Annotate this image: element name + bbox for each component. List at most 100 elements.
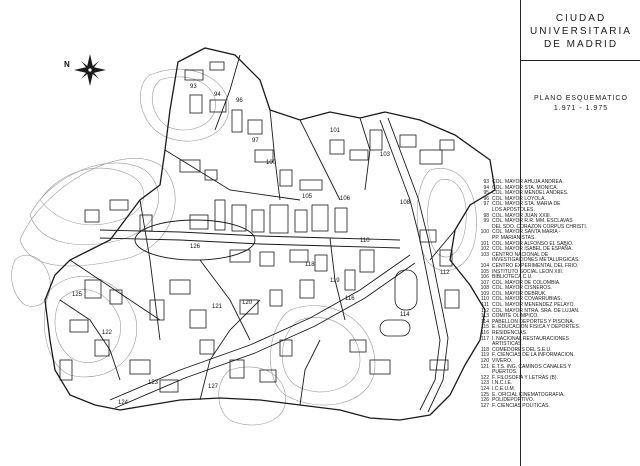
legend-number: 110 [481, 296, 489, 303]
map-label-127: 127 [208, 384, 219, 390]
legend-number: 98 [483, 212, 489, 219]
map-label-119: 119 [330, 278, 340, 284]
legend-number: 119 [481, 352, 489, 359]
legend-number: 114 [481, 318, 489, 325]
legend-item: DEL SDO. CORAZON CORPUS CHRISTI. [477, 224, 637, 231]
legend-text: F. FILOSOFIA Y LETRAS (B). [492, 374, 558, 381]
title-divider [521, 60, 640, 61]
legend-text: ARTISTICAS. [492, 341, 523, 348]
legend-number: 122 [480, 374, 489, 381]
map-label-105: 105 [302, 194, 313, 200]
map-label-125: 125 [72, 292, 83, 298]
legend-number: 103 [480, 251, 489, 258]
legend-text: RESIDENCIAS. [492, 330, 528, 337]
legend-item: PP. MARIANISTAS. [477, 234, 637, 242]
campus-boundary [44, 47, 496, 421]
roads [59, 54, 456, 413]
title-line-3: DE MADRID [543, 39, 619, 50]
legend-text: I. NACIONAL RESTAURACIONES [492, 335, 569, 342]
legend-text: COL. MAYOR CISNEROS. [492, 285, 552, 292]
legend-text: I.N.C.I.E. [492, 380, 513, 387]
legend-text: INSTITUTO SOCIAL LEON XIII. [492, 268, 564, 275]
legend-text: COL. MAYOR COVARRUBIAS. [492, 296, 562, 303]
map-label-97: 97 [252, 138, 259, 144]
legend-text: COL. MAYOR ALFONSO EL SABIO. [492, 240, 574, 247]
legend-text: COL. MAYOR ISABEL DE ESPAÑA. [492, 246, 573, 253]
legend-number: 94 [483, 184, 489, 191]
legend-number: 101 [480, 240, 489, 247]
legend-text: LOS APOSTOLES. [492, 206, 535, 213]
compass-rose [74, 54, 106, 86]
legend-text: COL. MAYOR JUAN XXIII. [492, 212, 552, 219]
map-label-121: 121 [212, 304, 223, 310]
map-label-116: 116 [345, 296, 355, 302]
legend-text: PUERTOS. [492, 369, 518, 376]
legend-text: COL. MAYOR STA. MONICA. [492, 184, 558, 191]
legend-text: COL. MAYOR AHUJA ANDREA. [492, 179, 564, 185]
legend-text: PP. MARIANISTAS. [492, 234, 536, 241]
map-label-103: 103 [380, 152, 391, 158]
legend-item: INVESTIGACIONES METALURGICAS. [477, 258, 637, 264]
legend-text: COL. MAYOR DEBRUK. [492, 290, 547, 297]
legend-text: E.T.S. ING. CAMINOS CANALES Y [492, 363, 572, 370]
legend-text: I.C.E.U.M. [492, 385, 516, 392]
legend-text: COL. MAYOR LOYOLA. [492, 195, 546, 202]
legend-text: BIBLIOTECA C.U. [492, 274, 533, 281]
legend-text: COMITE OLIMPICO. [492, 313, 539, 320]
map-label-114: 114 [400, 312, 410, 318]
legend-number: 109 [480, 290, 489, 297]
legend-text: COL. MAYOR R.R. MM. ESCLAVAS [492, 218, 573, 225]
map-label-94: 94 [214, 92, 221, 98]
legend-text: F. CIENCIAS POLITICAS. [492, 402, 550, 409]
map-label-96: 96 [236, 98, 243, 104]
legend-number: 95 [483, 190, 489, 197]
legend-number: 108 [480, 285, 489, 292]
legend-text: COL. MAYOR STA. MARIA DE [492, 201, 561, 208]
legend-text: COL. MAYOR SANTA MARIA - [492, 229, 561, 236]
subtitle-line-1: PLANO ESQUEMATICO [534, 95, 628, 102]
legend-number: 120 [480, 358, 489, 364]
legend-item: LOS APOSTOLES. [477, 206, 637, 214]
legend-number: 124 [480, 385, 489, 392]
compass-north-letter: N [64, 60, 70, 69]
legend-number: 118 [481, 346, 489, 353]
buildings [59, 61, 460, 393]
legend-number: 99 [483, 218, 489, 225]
map-label-108: 108 [400, 200, 411, 206]
legend-number: 104 [480, 262, 489, 269]
legend-number: 117 [481, 335, 489, 342]
legend-number: 116 [481, 330, 489, 337]
legend-number: 121 [480, 363, 489, 370]
legend-text: E. EDUCACION FISICA Y DEPORTES. [492, 324, 581, 331]
legend-text: F. CIENCIAS DE LA INFORMACION. [492, 352, 575, 359]
map-label-101: 101 [330, 128, 341, 134]
map-label-110: 110 [360, 238, 370, 244]
legend-number: 105 [480, 268, 489, 275]
legend-number: 127 [480, 402, 489, 409]
contour-lines [11, 68, 477, 426]
legend-number: 112 [481, 307, 489, 314]
